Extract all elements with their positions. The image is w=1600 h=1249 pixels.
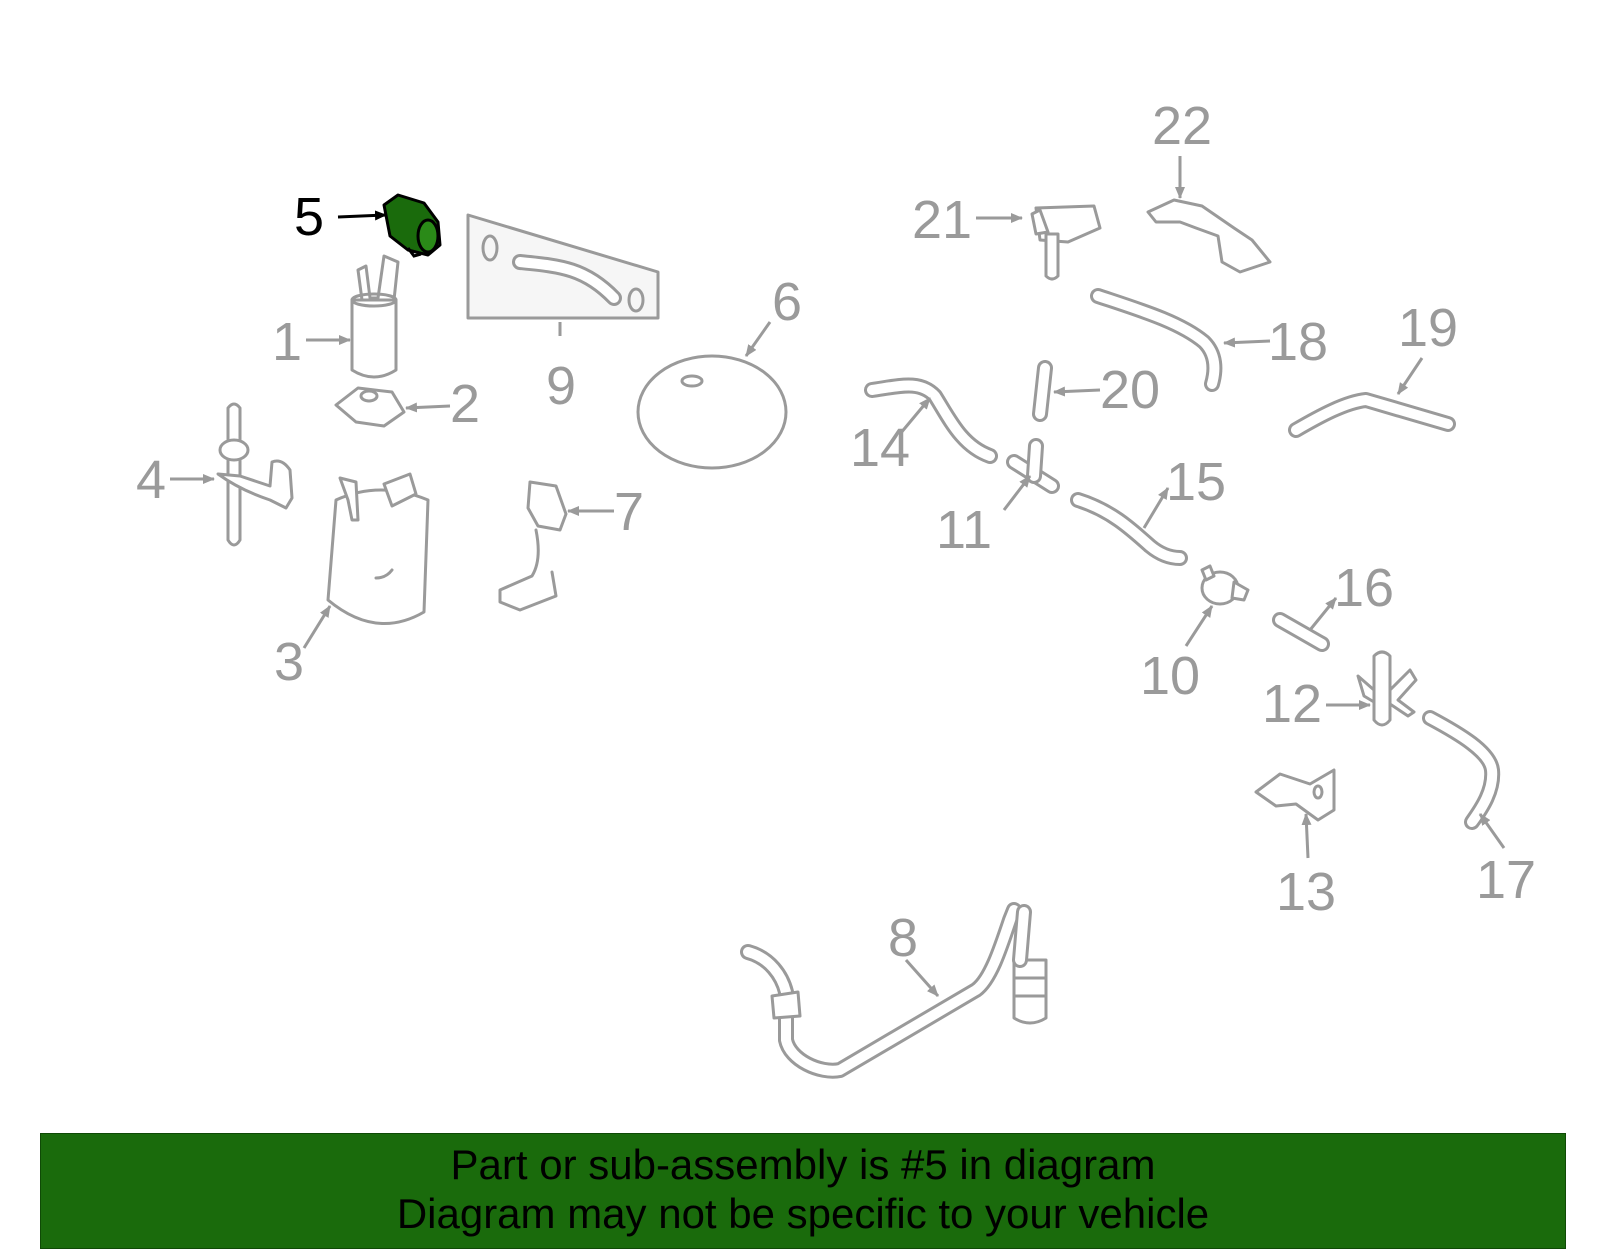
callout-3[interactable]: 3 — [274, 632, 304, 692]
callout-4[interactable]: 4 — [136, 450, 166, 510]
callout-15[interactable]: 15 — [1166, 452, 1226, 512]
callout-6[interactable]: 6 — [772, 272, 802, 332]
part-18-hose[interactable] — [1090, 288, 1223, 392]
callout-labels: 5 1 2 4 3 6 7 9 8 10 11 12 13 14 15 16 1… — [136, 96, 1536, 968]
part-10-valve[interactable] — [1200, 564, 1250, 606]
part-4-fitting[interactable] — [216, 402, 294, 547]
callout-9[interactable]: 9 — [546, 356, 576, 416]
part-15-hose[interactable] — [1070, 492, 1188, 566]
callout-5[interactable]: 5 — [294, 187, 324, 247]
part-12-fitting[interactable] — [1356, 650, 1418, 727]
callout-14[interactable]: 14 — [850, 418, 910, 478]
part-16-tube[interactable] — [1272, 612, 1330, 652]
callout-21[interactable]: 21 — [912, 190, 972, 250]
callout-1[interactable]: 1 — [272, 312, 302, 372]
part-20-tube[interactable] — [1032, 360, 1053, 422]
callout-22[interactable]: 22 — [1152, 96, 1212, 156]
callout-19[interactable]: 19 — [1398, 298, 1458, 358]
callout-7[interactable]: 7 — [614, 482, 644, 542]
part-8-fuel-line[interactable] — [740, 902, 1048, 1079]
callout-10[interactable]: 10 — [1140, 646, 1200, 706]
part-19-hose[interactable] — [1288, 392, 1456, 438]
part-17-hose[interactable] — [1422, 710, 1501, 830]
part-9-plate[interactable] — [466, 213, 660, 320]
banner-line-part-number: Part or sub-assembly is #5 in diagram — [450, 1141, 1156, 1188]
callout-8[interactable]: 8 — [888, 908, 918, 968]
part-13-bracket[interactable] — [1254, 768, 1336, 822]
banner-line-disclaimer: Diagram may not be specific to your vehi… — [396, 1190, 1210, 1237]
callout-12[interactable]: 12 — [1262, 674, 1322, 734]
callout-11[interactable]: 11 — [936, 500, 992, 560]
part-6-gasket[interactable] — [636, 354, 788, 470]
callout-16[interactable]: 16 — [1334, 558, 1394, 618]
part-7-sender[interactable] — [498, 480, 568, 612]
part-3-canister[interactable] — [326, 472, 430, 625]
part-11-tee[interactable] — [1006, 438, 1060, 494]
callout-2[interactable]: 2 — [450, 374, 480, 434]
callout-leaders — [170, 156, 1506, 997]
part-14-hose[interactable] — [864, 377, 998, 464]
callout-18[interactable]: 18 — [1268, 312, 1328, 372]
info-banner: Part or sub-assembly is #5 in diagram Di… — [40, 1133, 1566, 1249]
part-22-bracket[interactable] — [1146, 198, 1272, 274]
part-5-highlighted[interactable] — [382, 193, 442, 258]
part-21-sensor[interactable] — [1030, 204, 1102, 281]
part-1-pump[interactable] — [350, 254, 400, 379]
callout-17[interactable]: 17 — [1476, 850, 1536, 910]
callout-13[interactable]: 13 — [1276, 862, 1336, 922]
callout-20[interactable]: 20 — [1100, 360, 1160, 420]
part-2-pad[interactable] — [334, 386, 406, 428]
